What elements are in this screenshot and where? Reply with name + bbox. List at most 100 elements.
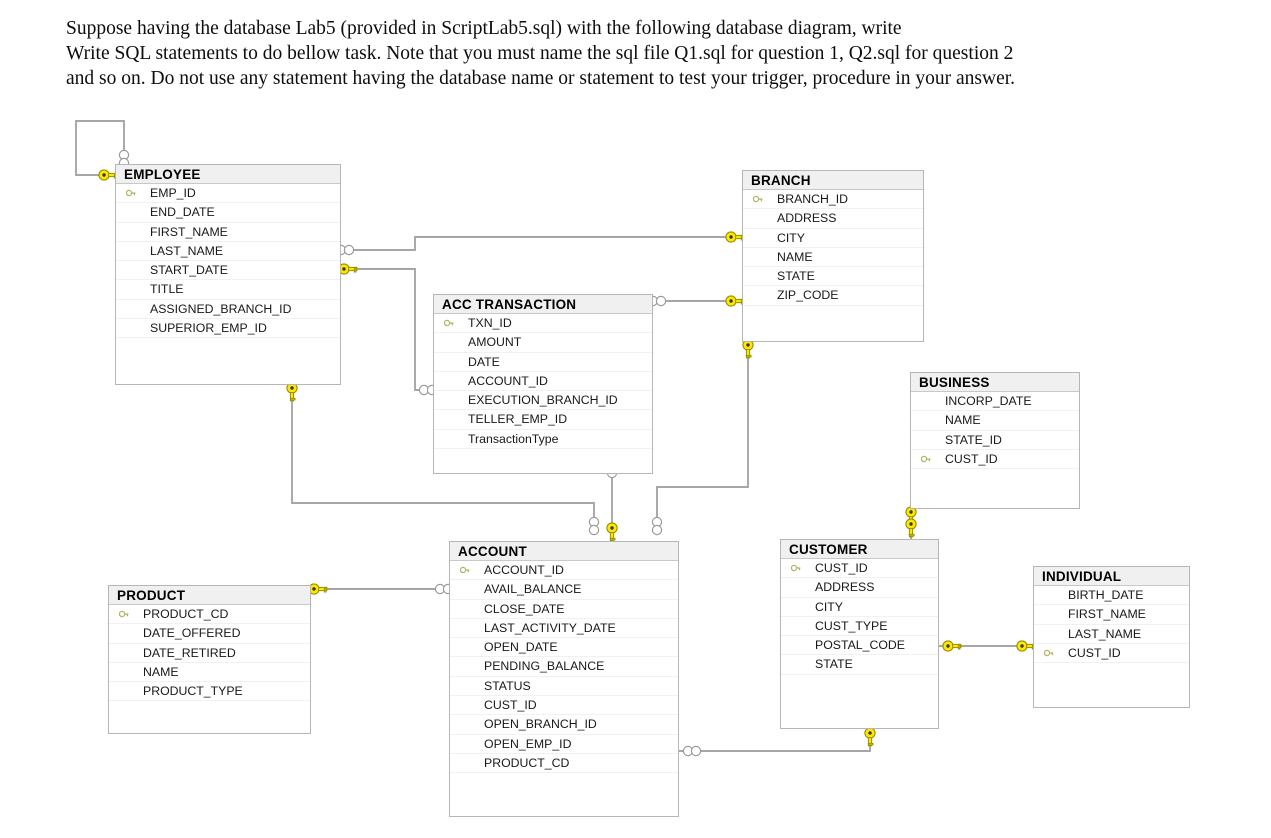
- column-row[interactable]: INCORP_DATE: [911, 392, 1079, 412]
- column-name: STATE: [815, 657, 853, 672]
- column-name: TITLE: [150, 282, 184, 297]
- column-row[interactable]: AVAIL_BALANCE: [450, 580, 678, 600]
- column-name: CUST_ID: [484, 698, 537, 713]
- column-row[interactable]: CITY: [781, 598, 938, 617]
- column-row[interactable]: NAME: [109, 663, 310, 683]
- column-row[interactable]: STATE: [743, 267, 923, 287]
- column-row[interactable]: EXECUTION_BRANCH_ID: [434, 391, 652, 411]
- column-row[interactable]: OPEN_BRANCH_ID: [450, 715, 678, 735]
- column-row[interactable]: STATE_ID: [911, 431, 1079, 450]
- column-marker-empty: [753, 253, 764, 262]
- column-row[interactable]: TransactionType: [434, 430, 652, 450]
- column-row[interactable]: TELLER_EMP_ID: [434, 410, 652, 430]
- column-row[interactable]: PRODUCT_CD: [109, 605, 310, 625]
- column-row[interactable]: ASSIGNED_BRANCH_ID: [116, 300, 340, 320]
- column-name: CUST_ID: [815, 561, 868, 575]
- column-marker-empty: [460, 740, 471, 749]
- column-row[interactable]: LAST_NAME: [116, 242, 340, 262]
- column-marker-empty: [444, 377, 455, 386]
- column-row[interactable]: CUST_TYPE: [781, 617, 938, 637]
- assignment-prompt: Suppose having the database Lab5 (provid…: [66, 16, 1216, 91]
- column-row[interactable]: DATE: [434, 353, 652, 372]
- many-endpoint-account-top-left: [588, 516, 600, 536]
- column-marker-empty: [460, 585, 471, 594]
- column-row[interactable]: CITY: [743, 229, 923, 248]
- column-marker-empty: [921, 436, 932, 445]
- primary-key-icon: [1044, 649, 1055, 658]
- column-row[interactable]: FIRST_NAME: [1034, 605, 1189, 625]
- column-row[interactable]: AMOUNT: [434, 333, 652, 353]
- column-row[interactable]: LAST_ACTIVITY_DATE: [450, 619, 678, 639]
- er-table-product[interactable]: PRODUCT PRODUCT_CD DATE_OFFERED DATE_RETIRE…: [108, 585, 311, 734]
- column-row[interactable]: CLOSE_DATE: [450, 600, 678, 619]
- column-row[interactable]: OPEN_EMP_ID: [450, 735, 678, 754]
- column-name: ACCOUNT_ID: [468, 373, 548, 388]
- column-row[interactable]: END_DATE: [116, 203, 340, 223]
- column-row[interactable]: DATE_OFFERED: [109, 624, 310, 644]
- column-marker-empty: [126, 324, 137, 333]
- column-row[interactable]: STATUS: [450, 677, 678, 697]
- column-name: DATE: [468, 354, 500, 369]
- column-name: PRODUCT_CD: [143, 607, 229, 621]
- column-row[interactable]: TXN_ID: [434, 314, 652, 334]
- table-title: PRODUCT: [109, 586, 310, 605]
- column-row[interactable]: CUST_ID: [1034, 644, 1189, 664]
- column-marker-empty: [753, 272, 764, 281]
- column-row[interactable]: EMP_ID: [116, 184, 340, 204]
- column-row[interactable]: CUST_ID: [781, 559, 938, 579]
- column-name: START_DATE: [150, 263, 228, 278]
- key-endpoint-product: [308, 583, 328, 595]
- column-row[interactable]: SUPERIOR_EMP_ID: [116, 319, 340, 339]
- column-row[interactable]: ACCOUNT_ID: [434, 372, 652, 392]
- table-title: BUSINESS: [911, 373, 1079, 392]
- column-row[interactable]: DATE_RETIRED: [109, 644, 310, 663]
- column-row[interactable]: ZIP_CODE: [743, 286, 923, 306]
- column-row[interactable]: NAME: [743, 248, 923, 268]
- column-row[interactable]: NAME: [911, 411, 1079, 431]
- column-name: CITY: [777, 230, 806, 245]
- many-endpoint-account-top-right: [651, 516, 663, 536]
- column-row[interactable]: BRANCH_ID: [743, 190, 923, 210]
- column-name: PRODUCT_TYPE: [143, 684, 243, 699]
- column-marker-empty: [753, 291, 764, 300]
- column-row[interactable]: CUST_ID: [450, 696, 678, 716]
- column-marker-empty: [791, 603, 802, 612]
- column-row[interactable]: PRODUCT_TYPE: [109, 682, 310, 702]
- key-endpoint-employee-bottom: [286, 382, 298, 402]
- column-row[interactable]: CUST_ID: [911, 450, 1079, 470]
- column-row[interactable]: ADDRESS: [743, 209, 923, 229]
- column-marker-empty: [921, 397, 932, 406]
- column-name: PRODUCT_CD: [484, 755, 570, 770]
- table-title: BRANCH: [743, 171, 923, 190]
- column-row[interactable]: OPEN_DATE: [450, 638, 678, 658]
- column-marker-empty: [791, 583, 802, 592]
- column-marker-empty: [921, 416, 932, 425]
- column-row[interactable]: PRODUCT_CD: [450, 754, 678, 774]
- column-row[interactable]: POSTAL_CODE: [781, 636, 938, 656]
- column-name: DATE_OFFERED: [143, 626, 241, 641]
- column-row[interactable]: ADDRESS: [781, 578, 938, 598]
- column-marker-empty: [444, 396, 455, 405]
- column-row[interactable]: TITLE: [116, 280, 340, 300]
- column-row[interactable]: STATE: [781, 655, 938, 675]
- column-row[interactable]: BIRTH_DATE: [1034, 586, 1189, 606]
- column-row[interactable]: FIRST_NAME: [116, 223, 340, 242]
- column-row[interactable]: PENDING_BALANCE: [450, 657, 678, 677]
- column-name: EXECUTION_BRANCH_ID: [468, 393, 618, 408]
- column-row[interactable]: ACCOUNT_ID: [450, 561, 678, 581]
- column-row[interactable]: LAST_NAME: [1034, 625, 1189, 644]
- column-name: OPEN_EMP_ID: [484, 736, 572, 751]
- key-endpoint-customer-top: [905, 518, 917, 538]
- column-row[interactable]: START_DATE: [116, 261, 340, 281]
- table-title: CUSTOMER: [781, 540, 938, 559]
